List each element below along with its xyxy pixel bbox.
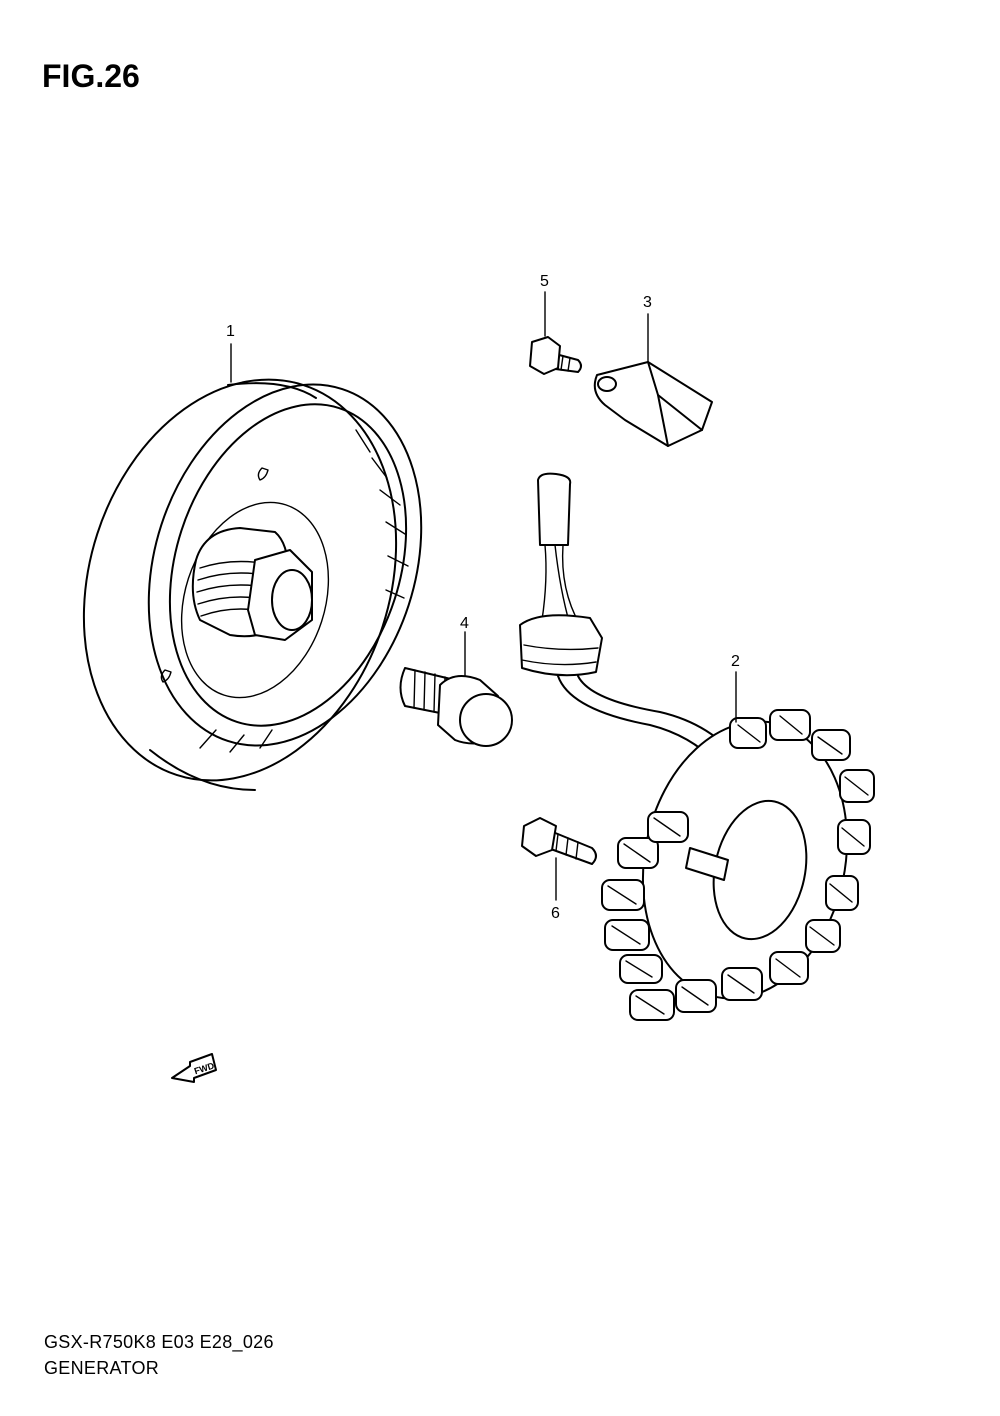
part-5-screw [529,336,582,375]
figure-code: GSX-R750K8 E03 E28_026 [44,1332,274,1352]
part-1-rotor [82,378,423,791]
callout-6: 6 [551,905,560,922]
stator-coils [601,709,875,1021]
fwd-arrow-icon: FWD [171,1053,217,1083]
callout-2: 2 [731,653,740,670]
part-4-rotor-bolt [399,667,513,747]
part-3-clamp [593,361,713,447]
callout-3: 3 [643,294,652,311]
part-6-screw [521,817,597,865]
callout-4: 4 [460,615,469,632]
figure-title: FIG.26 [42,58,140,94]
part-2-stator [519,472,875,1021]
figure-name: GENERATOR [44,1358,160,1378]
callout-5: 5 [540,273,549,290]
callout-1: 1 [226,323,235,340]
callout-leaders [230,291,737,901]
